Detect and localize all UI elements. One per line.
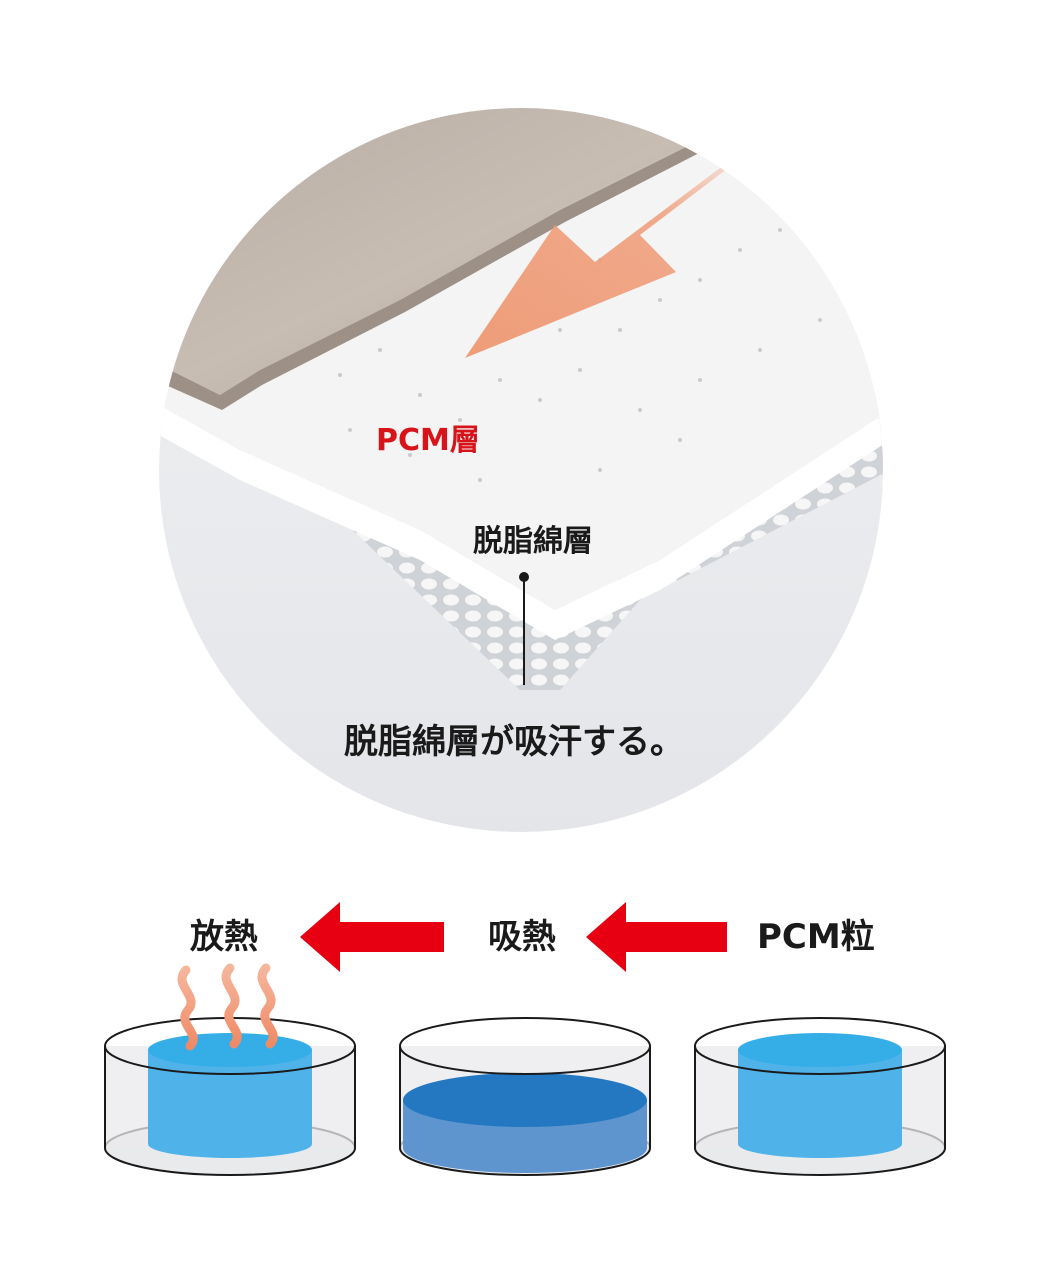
- heat-waves: [177, 963, 278, 1051]
- degreased-cotton-layer-label: 脱脂綿層: [473, 524, 593, 559]
- cup-heat-absorption: [399, 1017, 651, 1176]
- absorption-arrow: [465, 140, 765, 358]
- pad-closeup: [159, 108, 883, 832]
- step-heat-absorption-label: 吸熱: [488, 917, 556, 957]
- cotton-layer-edge: [159, 400, 883, 640]
- leader-dot: [519, 572, 529, 582]
- arrow-to-absorb: [586, 902, 727, 972]
- arrow-to-release: [300, 902, 444, 972]
- absorption-caption: 脱脂綿層が吸汗する。: [344, 722, 684, 762]
- step-pcm-particle-label: PCM粒: [757, 917, 875, 957]
- cup-pcm-particle: [694, 1017, 946, 1176]
- pcm-layer-label: PCM層: [376, 423, 480, 458]
- fabric-edge: [159, 140, 705, 410]
- pcm-layer-shape: [159, 140, 883, 610]
- step-heat-release-label: 放熱: [190, 917, 258, 957]
- cup-heat-release: [104, 963, 356, 1176]
